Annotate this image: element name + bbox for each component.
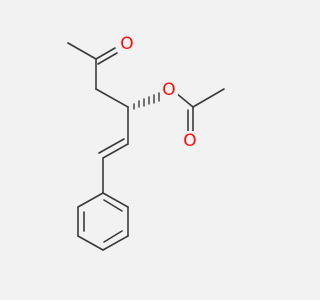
- atom-label-ketone-oxygen: O: [120, 34, 133, 54]
- atom-label-ester-oxygen: O: [162, 80, 175, 100]
- bond-oxygen-acyl: [175, 92, 194, 108]
- ring-bond-3: [102, 235, 129, 251]
- atom-acetate-carbonyl-oxygen: O: [181, 131, 199, 151]
- atom-label-acetate-carbonyl-oxygen: O: [183, 131, 196, 151]
- atom-ketone-oxygen: O: [118, 34, 136, 54]
- bond-vinyl-2: [98, 138, 125, 154]
- bond-vinyl-1: [102, 143, 129, 159]
- molecule-canvas: O O O: [0, 0, 300, 300]
- bond-acyl-methyl: [192, 88, 225, 108]
- bond-carbonyl-ketone-2: [97, 52, 118, 65]
- stereo-hash-bond: [133, 92, 160, 110]
- canvas-background: [0, 0, 300, 300]
- ring-bond-4: [77, 235, 104, 251]
- bond-methyl-ketone-carbon: [67, 42, 97, 60]
- structure-diagram: O O O: [0, 0, 300, 300]
- ring-inner-bond-1: [103, 199, 123, 212]
- ring-bond-1: [102, 192, 129, 208]
- ring-inner-bond-2: [103, 230, 123, 243]
- atom-ester-oxygen: O: [160, 80, 178, 100]
- ring-bond-6: [77, 192, 104, 208]
- bond-carbonyl-ketone-1: [95, 47, 116, 60]
- bond-ch2-stereocenter: [95, 88, 129, 108]
